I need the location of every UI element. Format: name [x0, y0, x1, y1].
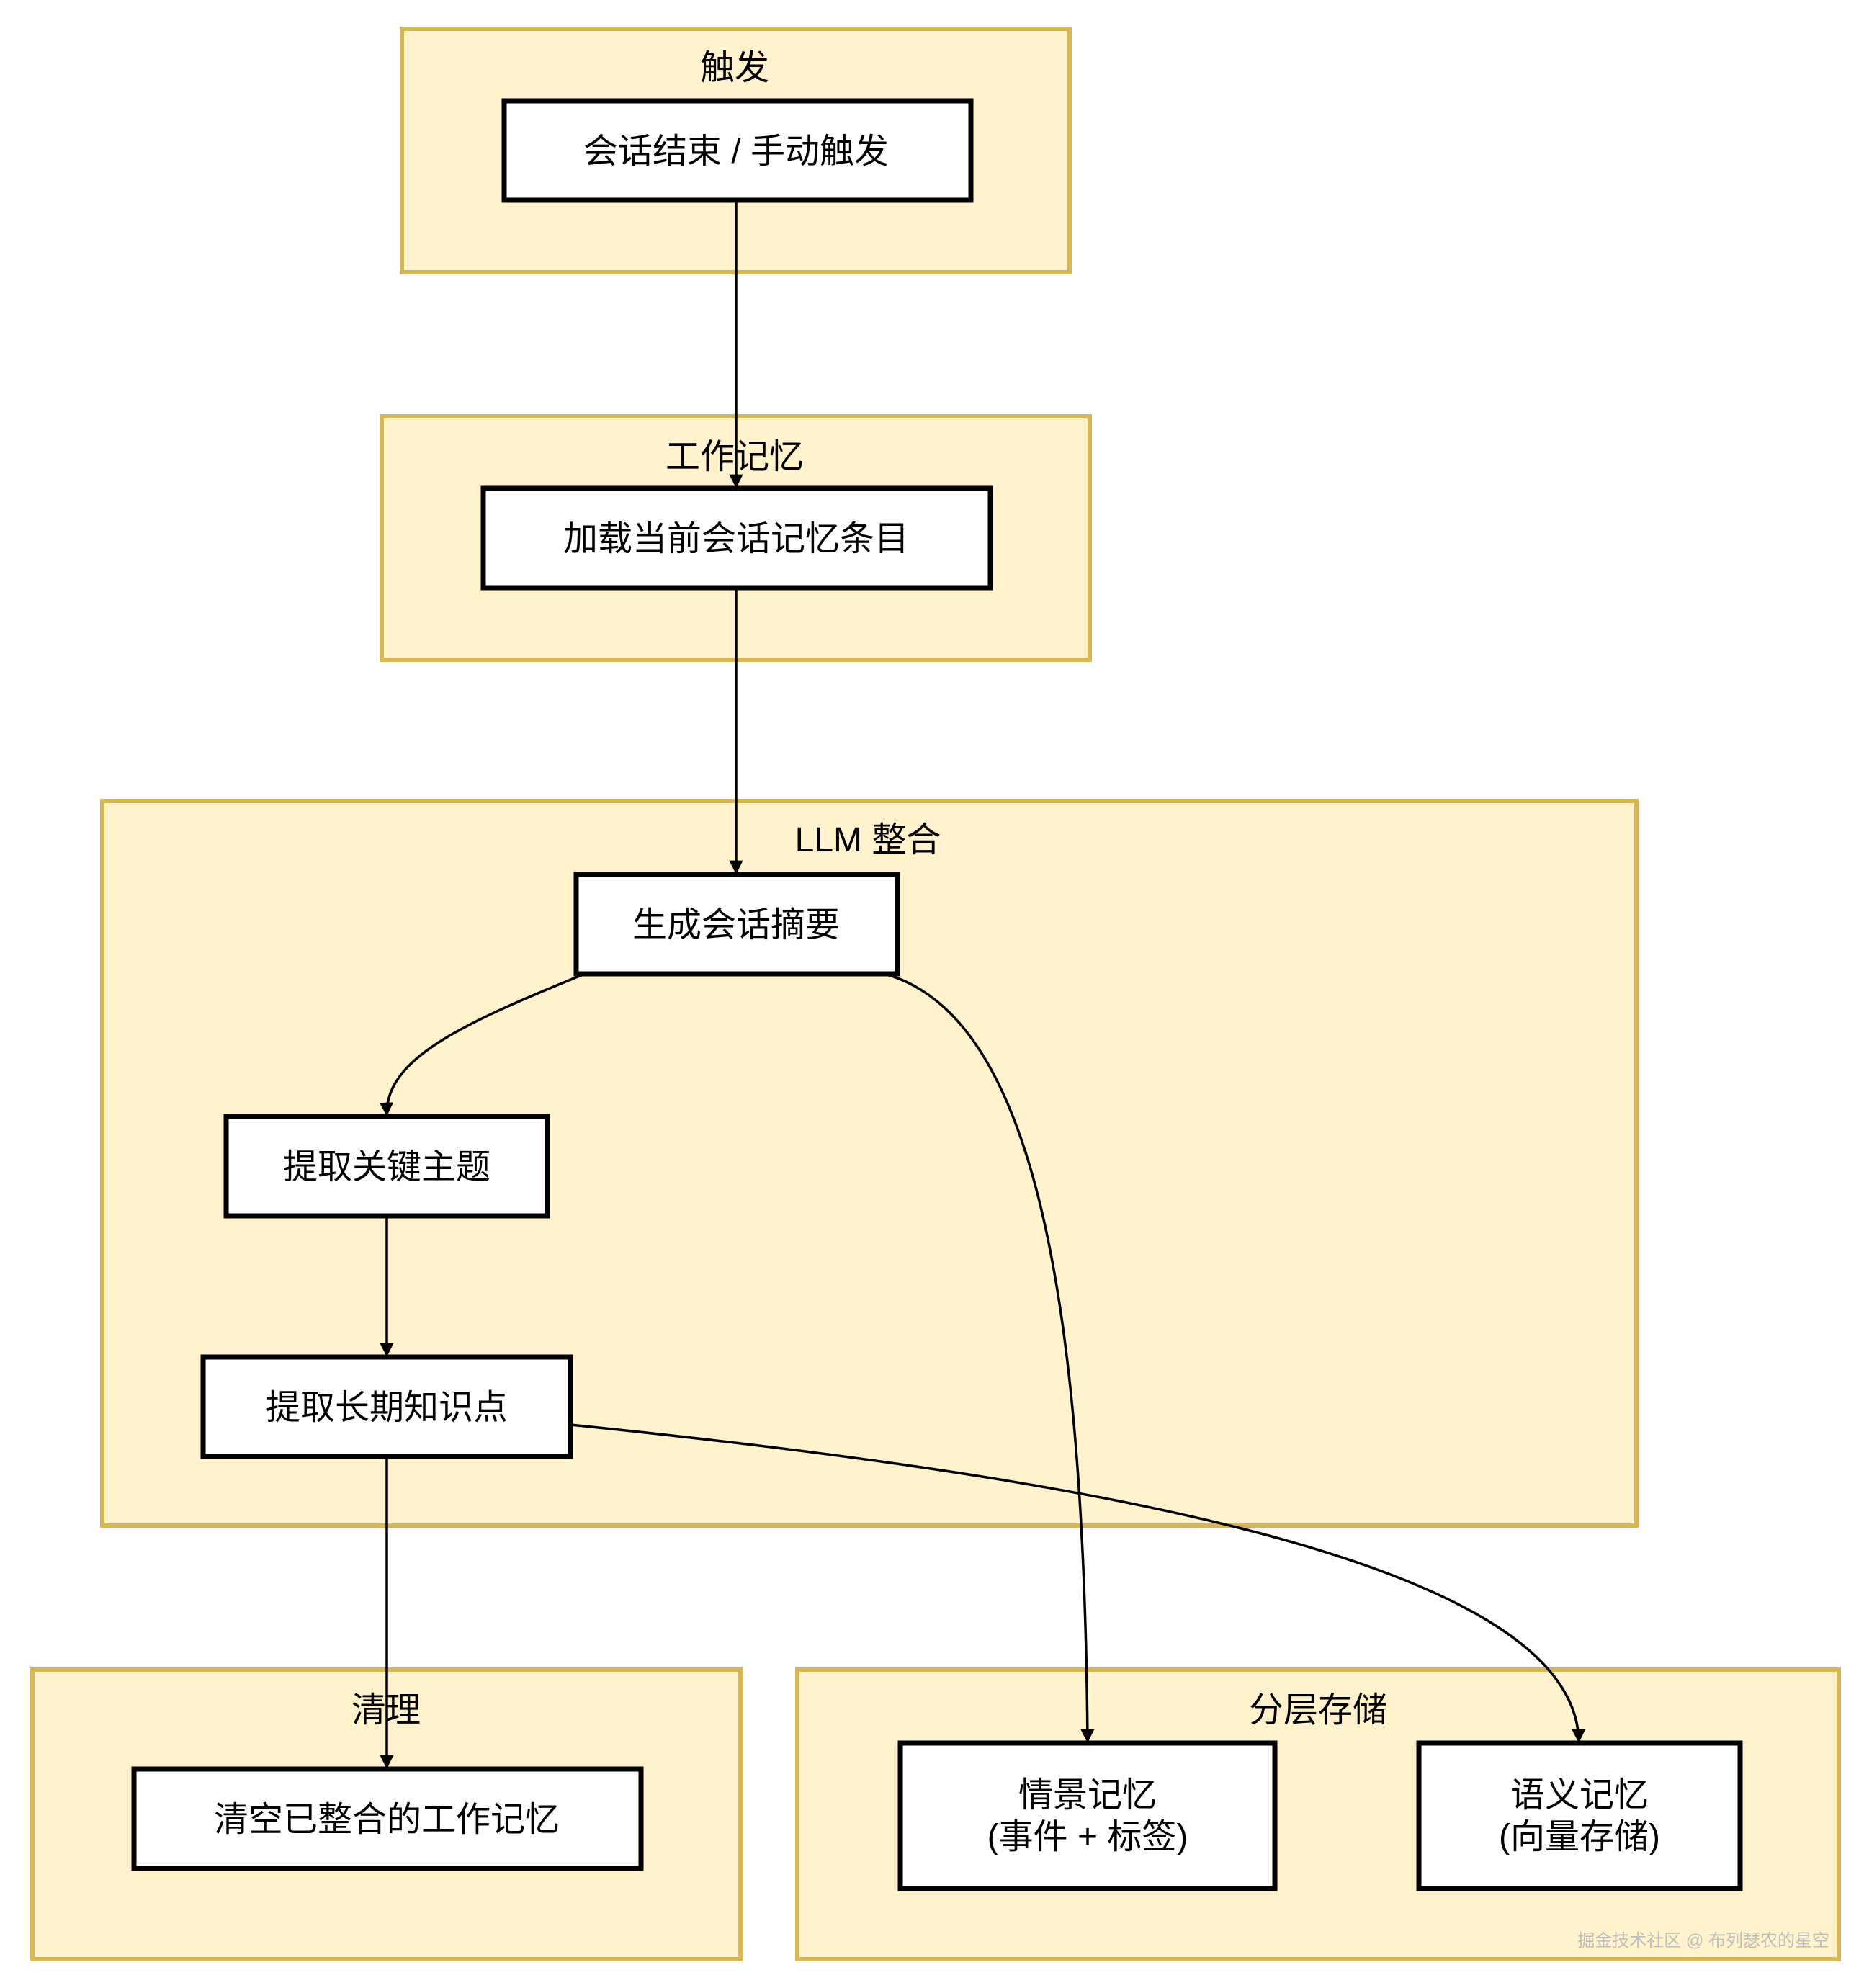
node-extract-knowledge-label: 提取长期知识点 [266, 1389, 508, 1427]
node-generate-summary-label: 生成会话摘要 [632, 906, 840, 944]
node-episodic-memory[interactable]: 情景记忆 (事件 + 标签) [897, 1740, 1278, 1891]
node-extract-topics-label: 提取关键主题 [283, 1148, 490, 1186]
node-generate-summary[interactable]: 生成会话摘要 [573, 872, 900, 977]
node-extract-knowledge[interactable]: 提取长期知识点 [200, 1354, 573, 1459]
edges [379, 200, 1586, 1769]
edge-knowledge-to-semantic [570, 1423, 1586, 1743]
cluster-llm-consolidation-label: LLM 整合 [795, 821, 941, 859]
node-episodic-memory-label: 情景记忆 [1018, 1776, 1157, 1814]
node-load-session-memory[interactable]: 加载当前会话记忆条目 [480, 485, 993, 591]
node-extract-topics[interactable]: 提取关键主题 [223, 1114, 550, 1219]
cluster-working-memory-label: 工作记忆 [666, 438, 804, 476]
watermark: 掘金技术社区 @ 布列瑟农的星空 [1577, 1931, 1829, 1951]
node-episodic-memory-sublabel: (事件 + 标签) [987, 1818, 1188, 1856]
node-semantic-memory[interactable]: 语义记忆 (向量存储) [1416, 1740, 1743, 1891]
node-clear-working-memory-label: 清空已整合的工作记忆 [214, 1801, 560, 1839]
edge-summary-to-topics [379, 972, 586, 1116]
node-semantic-memory-label: 语义记忆 [1510, 1776, 1649, 1814]
node-clear-working-memory[interactable]: 清空已整合的工作记忆 [131, 1766, 644, 1871]
node-session-end[interactable]: 会话结束 / 手动触发 [501, 98, 974, 203]
cluster-layered-storage-label: 分层存储 [1249, 1691, 1387, 1729]
edge-summary-to-episodic [884, 972, 1095, 1743]
node-session-end-label: 会话结束 / 手动触发 [583, 133, 889, 171]
node-load-session-memory-label: 加载当前会话记忆条目 [563, 520, 909, 558]
node-semantic-memory-sublabel: (向量存储) [1499, 1818, 1660, 1856]
cluster-trigger-label: 触发 [700, 49, 769, 87]
